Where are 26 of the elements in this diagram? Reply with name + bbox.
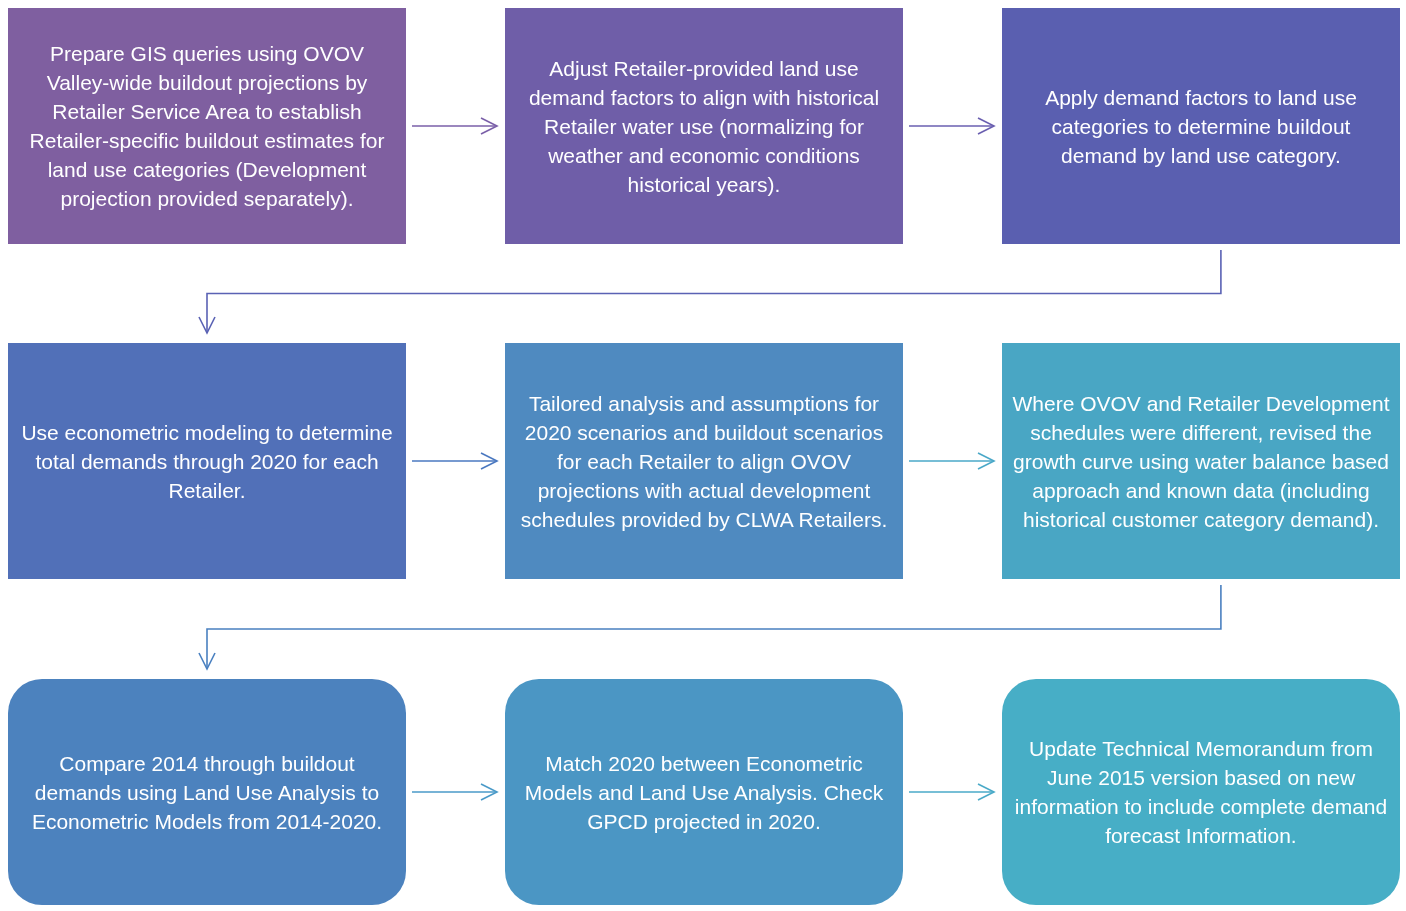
process-box	[505, 8, 903, 244]
step-text: Update Technical Memorandum from June 2015 version based on new information to include complete demand forecast Information.	[1013, 736, 1389, 849]
step-text: Prepare GIS queries using OVOV Valley-wide buildout projections by Retailer Service Area to establish Retailer-specific buildout estimates for land use categories (Development projection provided separately).	[28, 41, 386, 212]
process-box	[505, 679, 903, 905]
arrow	[411, 452, 498, 470]
process-box	[8, 679, 406, 905]
step-text: Compare 2014 through buildout demands using Land Use Analysis to Econometric Models from 2014-2020.	[30, 750, 384, 835]
process-box	[1002, 8, 1400, 244]
arrow	[198, 249, 1222, 334]
arrow	[411, 117, 498, 135]
step-text: Apply demand factors to land use categories to determine buildout demand by land use category.	[1044, 84, 1358, 169]
step-text: Match 2020 between Econometric Models and Land Use Analysis. Check GPCD projected in 2020.	[523, 750, 885, 835]
process-box	[8, 343, 406, 579]
step-text: Adjust Retailer-provided land use demand factors to align with historical Retailer water use (normalizing for weather and economic conditions historical years).	[527, 55, 881, 198]
arrow	[908, 783, 995, 801]
arrow	[908, 117, 995, 135]
arrow	[908, 452, 995, 470]
process-box	[8, 8, 406, 244]
step-text: Tailored analysis and assumptions for 2020 scenarios and buildout scenarios for each Retailer to align OVOV projections with actual development schedules provided by CLWA Retailers.	[519, 390, 889, 533]
process-box	[1002, 343, 1400, 579]
step-text: Where OVOV and Retailer Development schedules were different, revised the growth curve using water balance based approach and known data (including historical customer category demand).	[1012, 390, 1390, 533]
arrow	[198, 584, 1222, 670]
process-box	[505, 343, 903, 579]
arrow	[411, 783, 498, 801]
process-box	[1002, 679, 1400, 905]
step-text: Use econometric modeling to determine total demands through 2020 for each Retailer.	[20, 419, 394, 504]
